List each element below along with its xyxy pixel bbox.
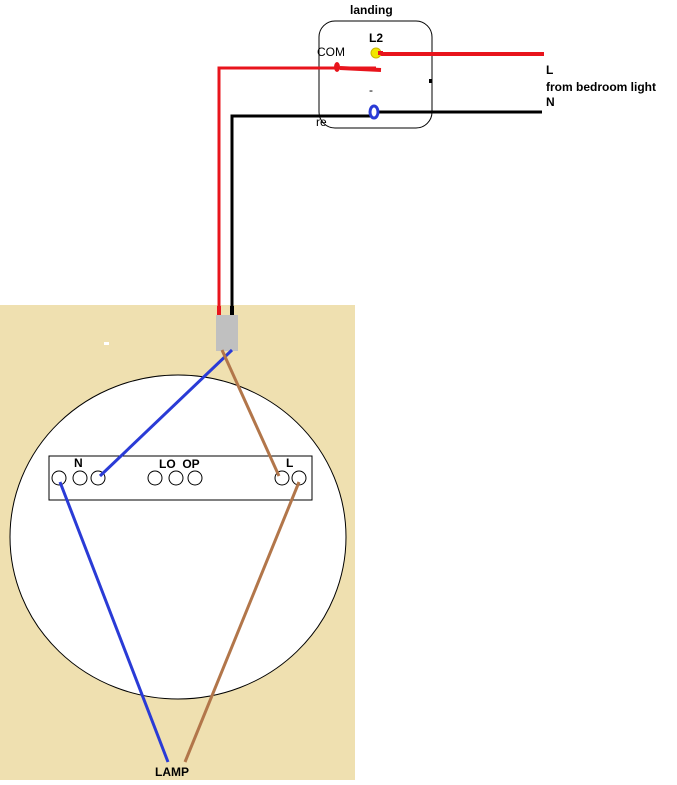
terminal-screw [168, 470, 184, 486]
black-core-stub [230, 306, 234, 315]
terminal-screw [187, 470, 203, 486]
switch-box-tick [429, 79, 432, 83]
com-link [339, 66, 382, 72]
red-core-stub [217, 306, 221, 315]
landing-switch-box [318, 20, 433, 129]
com-label: COM [317, 45, 345, 59]
rose-l-label: L [286, 456, 293, 470]
re-label: re [316, 115, 327, 129]
red-switch-cable [217, 66, 376, 308]
grey-cable-end [216, 315, 238, 351]
neutral-terminal [368, 104, 380, 120]
l2-terminal-core [378, 51, 383, 55]
ceiling-rose-disc [9, 374, 347, 700]
terminal-screw [147, 470, 163, 486]
terminal-screw [72, 470, 88, 486]
l2-label: L2 [369, 31, 383, 45]
from-bedroom-light-label: from bedroom light [546, 80, 656, 94]
blue-wire-to-n [98, 348, 234, 478]
black-switch-cable [230, 114, 374, 308]
terminal-screws [51, 470, 307, 486]
board-speck [104, 342, 109, 345]
loop-label: LO OP [159, 457, 200, 471]
landing-label: landing [350, 3, 393, 17]
feed-l-label: L [546, 63, 553, 77]
dash-label: - [369, 83, 373, 97]
brown-lamp-wire [183, 481, 301, 763]
brown-wire-to-l [220, 349, 281, 477]
feed-n-label: N [546, 95, 555, 109]
lamp-label: LAMP [155, 765, 189, 779]
com-terminal [334, 62, 340, 72]
blue-lamp-wire [58, 481, 170, 763]
terminal-screw [51, 470, 67, 486]
rose-n-label: N [74, 456, 83, 470]
